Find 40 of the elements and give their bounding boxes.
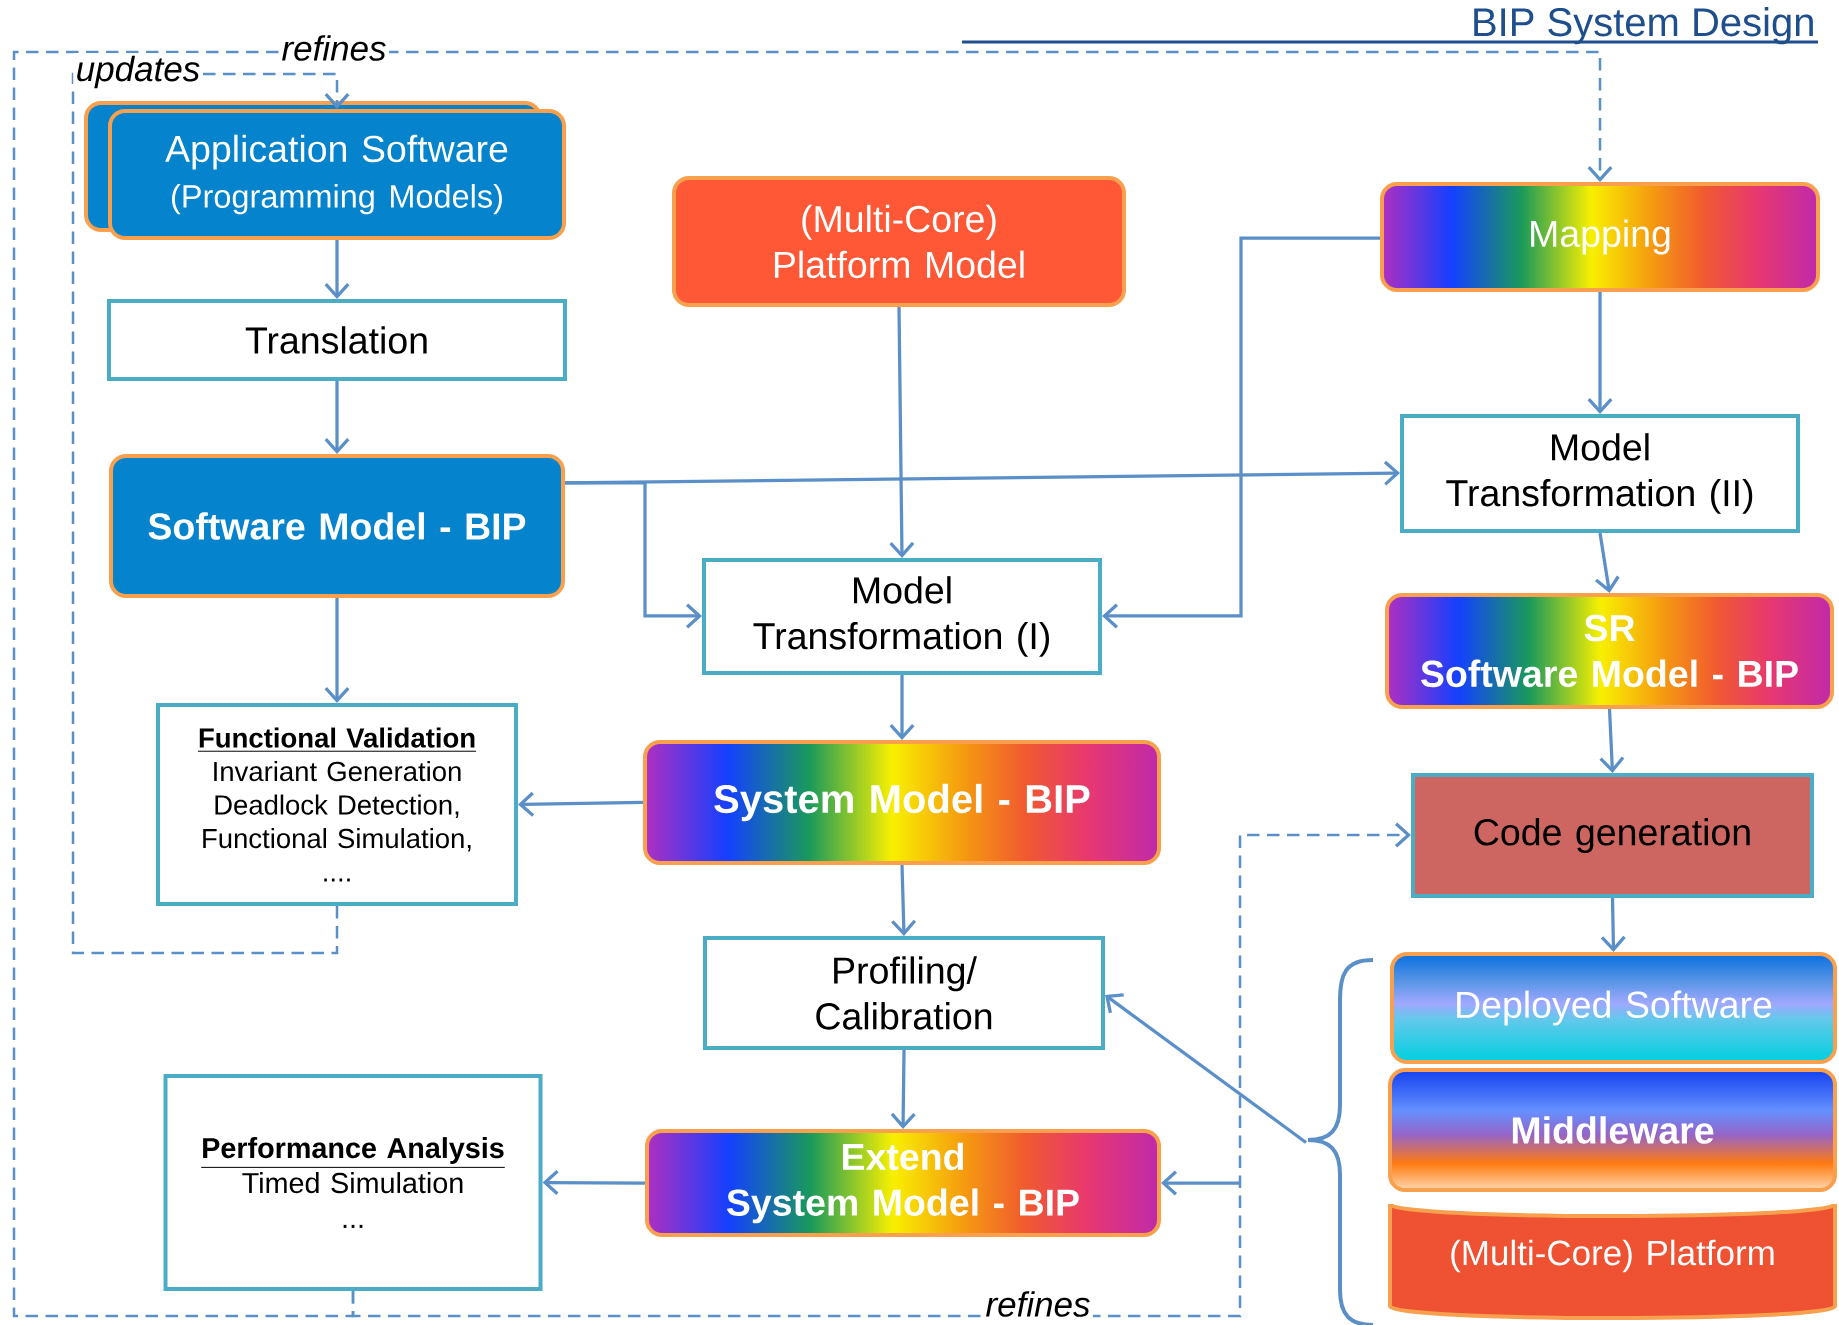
arrow — [889, 675, 915, 740]
platform-cylinder: (Multi-Core) Platform — [1388, 1202, 1837, 1320]
layer-box: Deployed Software — [1390, 952, 1837, 1064]
edge-label: refines — [983, 1288, 1094, 1320]
process-box: (Multi-Core) Platform Model — [672, 176, 1126, 307]
process-box: Code generation — [1411, 773, 1814, 898]
arrow — [1600, 897, 1626, 952]
dashed-arrow — [351, 822, 1411, 1318]
process-box: Application Software (Programming Models) — [84, 101, 566, 240]
arrow — [324, 381, 350, 454]
edge-label: updates — [73, 53, 203, 91]
arrow — [889, 307, 915, 558]
title: BIP System Design — [962, 7, 1818, 45]
process-box: Software Model - BIP — [109, 454, 565, 598]
info-box: Functional Validation Invariant Generation Deadlock Detection, Functional Simulation, .... — [156, 703, 518, 906]
arrow — [1102, 236, 1380, 629]
info-box: Performance Analysis Timed Simulation ... — [163, 1074, 543, 1291]
process-box: Model Transformation (II) — [1400, 414, 1800, 533]
arrow — [891, 864, 917, 936]
layer-box: Middleware — [1388, 1068, 1837, 1192]
arrow — [542, 1170, 645, 1196]
arrow — [324, 240, 350, 299]
arrow — [518, 791, 644, 817]
arrow — [565, 481, 702, 629]
process-box: Extend System Model - BIP — [645, 1129, 1161, 1237]
arrow — [1595, 532, 1620, 593]
process-box: Translation — [107, 299, 567, 381]
curly-brace — [1306, 958, 1374, 1325]
dashed-arrow — [12, 50, 1613, 1318]
arrow — [1161, 1170, 1240, 1196]
arrow — [324, 598, 350, 703]
process-box: System Model - BIP — [643, 740, 1161, 865]
dashed-arrow — [71, 72, 350, 955]
process-box: Model Transformation (I) — [702, 558, 1102, 675]
edge-label: refines — [279, 32, 390, 64]
process-box: Profiling/ Calibration — [703, 936, 1105, 1050]
arrow — [890, 1049, 916, 1129]
arrow — [1587, 292, 1613, 414]
arrow — [1599, 708, 1625, 773]
arrow — [1105, 993, 1307, 1144]
